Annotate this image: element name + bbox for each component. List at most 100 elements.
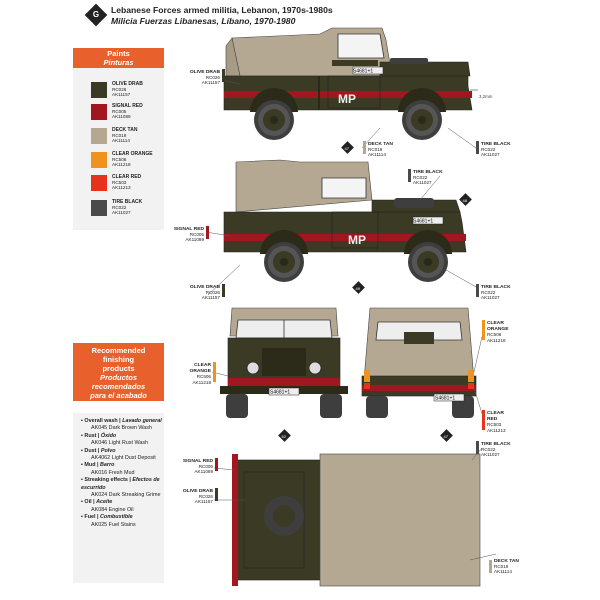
tick-tire-1 bbox=[476, 141, 479, 154]
paint-swatch bbox=[91, 82, 107, 98]
callout-olive-2-code1: RC026 bbox=[205, 290, 220, 296]
callout-tire-3: TIRE BLACK RC022 AK11027 bbox=[481, 284, 511, 301]
paints-panel bbox=[73, 68, 164, 230]
marker-3: 49 bbox=[356, 286, 361, 291]
callout-tire-2: TIRE BLACK RC022 AK11027 bbox=[413, 169, 443, 186]
side-view-right bbox=[223, 159, 467, 282]
callout-olive-3-name: OLIVE DRAB bbox=[182, 489, 213, 494]
finishing-item-product: AK016 Fresh Mud bbox=[91, 469, 135, 476]
rear-view bbox=[361, 307, 477, 418]
callout-red-1-code1: RC005 bbox=[189, 232, 204, 238]
callout-red-1-name: SIGNAL RED bbox=[173, 227, 204, 232]
finishing-item-title-es: Efectos de escurrido bbox=[81, 477, 160, 491]
tick-red-1 bbox=[206, 226, 209, 239]
paint-swatch bbox=[91, 152, 107, 168]
finishing-item-heading: ▪ Mud | Barro bbox=[81, 462, 115, 469]
callout-olive-2-code2: AK11157 bbox=[201, 295, 220, 301]
finishing-item-heading: ▪ Fuel | Combustible bbox=[81, 514, 133, 521]
finishing-item-heading: ▪ Overall wash | Lavado general bbox=[81, 418, 162, 424]
callout-olive-1: OLIVE DRAB RC026 AK11157 bbox=[160, 69, 220, 86]
callout-tire-2-code1: RC022 bbox=[413, 175, 428, 181]
finishing-item-title: Rust | bbox=[84, 432, 100, 439]
finishing-heading-2: finishing bbox=[102, 355, 135, 364]
marker-5: 47 bbox=[444, 434, 449, 439]
paint-code-rc: RC026 bbox=[112, 87, 127, 93]
paint-swatch bbox=[91, 128, 107, 144]
finishing-item-title-es: Polvo bbox=[100, 447, 116, 454]
tick-clearred-1 bbox=[482, 410, 485, 430]
callout-tan-2-code2: AK11114 bbox=[494, 569, 512, 575]
tick-tan-2 bbox=[489, 560, 492, 573]
callout-olive-3: OLIVE DRAB RC026 AK11157 bbox=[153, 488, 213, 505]
paint-code-rc: RC506 bbox=[112, 157, 127, 163]
paint-name: TIRE BLACK bbox=[112, 199, 143, 205]
paints-heading: Paints bbox=[107, 49, 130, 58]
callout-tan-1-code1: RC019 bbox=[368, 147, 383, 153]
callout-tire-4: TIRE BLACK RC022 AK11027 bbox=[481, 441, 511, 458]
callout-tire-1: TIRE BLACK RC022 AK11027 bbox=[481, 141, 511, 158]
callout-orange-2: CLEAR ORANGE RC506 AK11218 bbox=[151, 362, 211, 385]
plate-rear: S4681+1 bbox=[435, 396, 455, 402]
finishing-heading-es-1: Productos bbox=[99, 373, 138, 382]
finishing-item-product: AK046 Light Rust Wash bbox=[91, 440, 149, 447]
tick-orange-1 bbox=[482, 320, 485, 340]
tick-tire-2 bbox=[408, 169, 411, 182]
finishing-item-product: AK084 Engine Oil bbox=[91, 506, 134, 513]
callout-tire-3-code1: RC022 bbox=[481, 290, 496, 296]
callout-olive-2: OLIVE DRAB RC026 AK11157 bbox=[160, 284, 220, 301]
finishing-heading-1: Recommended bbox=[91, 346, 146, 355]
plate-side-1: S4681+1 bbox=[353, 69, 373, 75]
callout-orange-2-code1: RC506 bbox=[196, 374, 211, 380]
finishing-item-title-es: Lavado general bbox=[122, 418, 162, 424]
finishing-item-title-es: Óxido bbox=[100, 432, 117, 439]
callout-orange-2-name1: CLEAR bbox=[194, 363, 211, 368]
finishing-item-heading: ▪ Streaking effects | Efectos de escurri… bbox=[81, 477, 160, 491]
tick-tan-1 bbox=[363, 141, 366, 154]
callout-clearred-1-code2: AK11213 bbox=[487, 427, 506, 433]
callout-red-2: SIGNAL RED RC005 AK11089 bbox=[153, 458, 213, 475]
callout-olive-2-name: OLIVE DRAB bbox=[189, 285, 220, 290]
finishing-item-title: Mud | bbox=[84, 462, 99, 469]
mp-marking-side-1: MP bbox=[338, 92, 356, 106]
callout-tire-3-code2: AK11027 bbox=[481, 295, 500, 301]
callout-tire-4-code1: RC022 bbox=[481, 447, 496, 453]
callout-tire-3-name: TIRE BLACK bbox=[481, 285, 511, 290]
paint-name: CLEAR RED bbox=[112, 174, 142, 180]
paint-code-ak: AK11089 bbox=[112, 114, 131, 120]
callout-tire-2-name: TIRE BLACK bbox=[413, 170, 443, 175]
paint-code-ak: AK11218 bbox=[112, 162, 131, 168]
callout-clearred-1-code1: RC503 bbox=[487, 422, 502, 428]
paints-heading-box: Paints Pinturas bbox=[73, 48, 164, 68]
callout-tan-2-code1: RC019 bbox=[494, 564, 509, 570]
side-view-left bbox=[223, 27, 473, 140]
callout-tire-1-code1: RC022 bbox=[481, 147, 496, 153]
tick-olive-1 bbox=[222, 69, 225, 82]
callout-tan-1-name: DECK TAN bbox=[368, 142, 393, 147]
paint-code-ak: AK11114 bbox=[112, 138, 130, 144]
paint-code-rc: RC022 bbox=[112, 205, 127, 211]
paint-name: DECK TAN bbox=[112, 127, 138, 133]
callout-clearred-1: CLEAR RED RC503 AK11213 bbox=[487, 410, 506, 433]
paint-code-ak: AK11157 bbox=[112, 92, 131, 98]
callout-orange-1-code2: AK11218 bbox=[487, 337, 506, 343]
plate-front: S4681+1 bbox=[270, 390, 290, 396]
finishing-item-title-es: Aceite bbox=[96, 499, 113, 506]
callout-tan-2: DECK TAN RC019 AK11114 bbox=[494, 558, 519, 575]
finishing-item-product: AK045 Dark Brown Wash bbox=[91, 425, 152, 432]
finishing-item-title-es: Barro bbox=[100, 462, 115, 469]
callout-red-1-code2: AK11089 bbox=[185, 237, 204, 243]
tick-tire-4 bbox=[476, 441, 479, 454]
plate-side-2: S4681+1 bbox=[413, 219, 433, 225]
tick-olive-3 bbox=[215, 488, 218, 501]
callout-olive-3-code2: AK11157 bbox=[194, 499, 213, 505]
callout-clearred-1-name2: RED bbox=[487, 417, 498, 423]
paint-code-rc: RC019 bbox=[112, 133, 127, 139]
callout-tan-2-name: DECK TAN bbox=[494, 559, 519, 564]
marker-group bbox=[278, 141, 472, 442]
callout-tan-1-code2: AK11114 bbox=[368, 152, 386, 158]
page-subtitle: Milicia Fuerzas Libanesas, Líbano, 1970-… bbox=[111, 16, 296, 26]
